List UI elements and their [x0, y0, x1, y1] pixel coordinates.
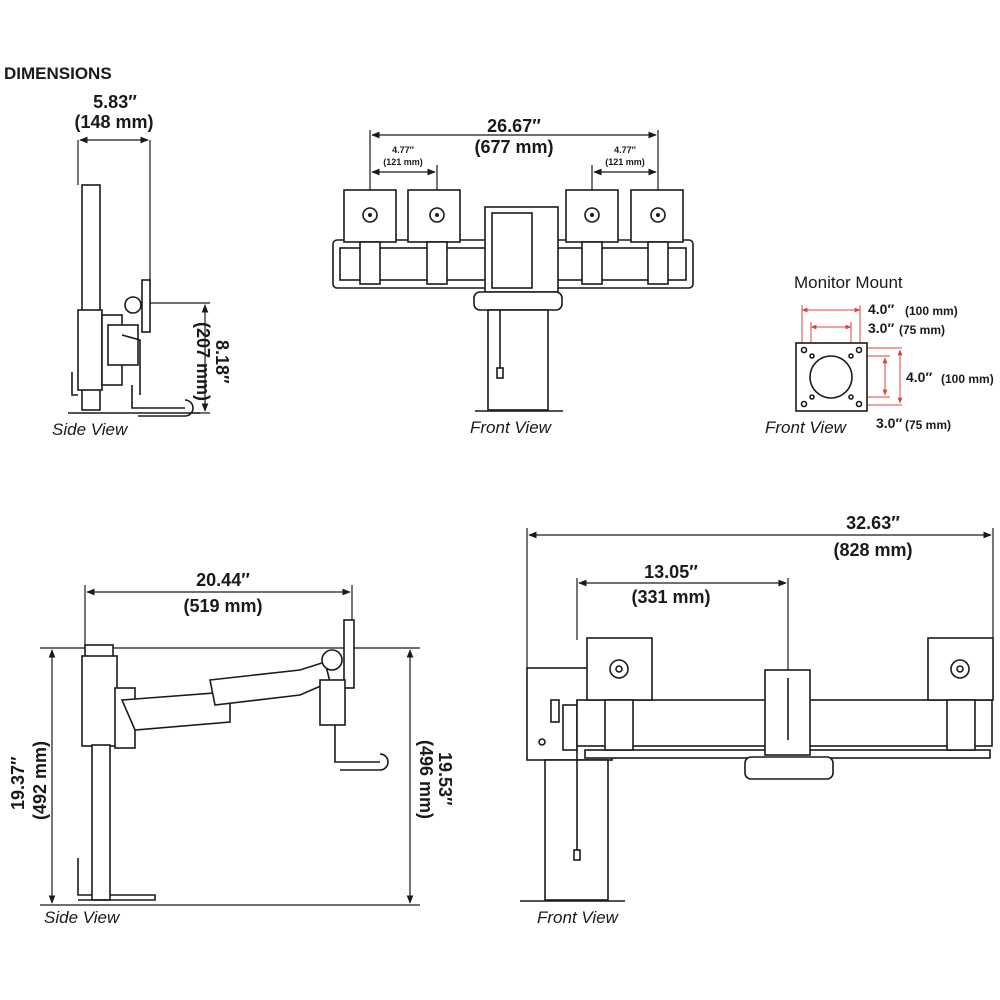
- side-top-height-mm: (207 mm): [193, 322, 213, 402]
- mount-top-inner-mm: (75 mm): [899, 323, 946, 337]
- front-top-left-gap-in: 4.77″: [392, 145, 414, 155]
- side-bottom-left-height-mm: (492 mm): [30, 740, 50, 820]
- front-bottom-width-in: 32.63″: [846, 513, 900, 533]
- side-bottom-reach-in: 20.44″: [196, 570, 250, 590]
- monitor-plate-group: [343, 189, 684, 285]
- side-view-bottom-drawing: [40, 585, 420, 906]
- mount-side-outer-in: 4.0″: [906, 369, 933, 385]
- side-top-width-mm: (148 mm): [74, 112, 154, 132]
- front-top-right-gap-mm: (121 mm): [605, 157, 645, 167]
- mount-side-inner-mm: (75 mm): [905, 418, 952, 432]
- mount-top-outer-in: 4.0″: [868, 301, 895, 317]
- side-bottom-left-height-in: 19.37″: [8, 756, 28, 810]
- monitor-mount-drawing: [795, 305, 903, 412]
- front-view-top-drawing: [332, 130, 694, 412]
- mount-top-outer-mm: (100 mm): [905, 304, 958, 318]
- side-view-top-drawing: [68, 136, 210, 417]
- front-bottom-view-label: Front View: [537, 908, 618, 927]
- front-top-right-gap-in: 4.77″: [614, 145, 636, 155]
- side-bottom-view-label: Side View: [44, 908, 120, 927]
- mount-top-inner-in: 3.0″: [868, 320, 895, 336]
- mount-view-label: Front View: [765, 418, 846, 437]
- front-view-bottom-drawing: [520, 528, 994, 902]
- front-bottom-width-mm: (828 mm): [833, 540, 913, 560]
- front-top-width-mm: (677 mm): [474, 137, 554, 157]
- side-bottom-reach-mm: (519 mm): [183, 596, 263, 616]
- monitor-mount-title: Monitor Mount: [794, 273, 903, 292]
- side-top-height-in: 8.18″: [212, 340, 232, 384]
- front-bottom-center-in: 13.05″: [644, 562, 698, 582]
- side-top-width-in: 5.83″: [93, 92, 137, 112]
- side-top-view-label: Side View: [52, 420, 128, 439]
- front-top-width-in: 26.67″: [487, 116, 541, 136]
- side-bottom-right-height-mm: (496 mm): [416, 740, 436, 820]
- mount-side-outer-mm: (100 mm): [941, 372, 994, 386]
- page-heading: DIMENSIONS: [4, 64, 112, 83]
- front-top-left-gap-mm: (121 mm): [383, 157, 423, 167]
- side-bottom-right-height-in: 19.53″: [435, 752, 455, 806]
- mount-side-inner-in: 3.0″: [876, 415, 903, 431]
- front-top-view-label: Front View: [470, 418, 551, 437]
- front-bottom-center-mm: (331 mm): [631, 587, 711, 607]
